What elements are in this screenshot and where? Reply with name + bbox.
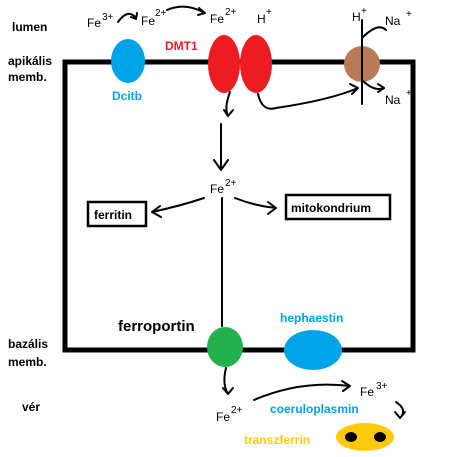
- fe2-to-dmt1-arrow: [166, 5, 206, 16]
- transferrin-protein: [336, 423, 394, 451]
- apical-membrane-label-line1: apikális: [8, 54, 52, 68]
- hephaestin-protein: [284, 330, 342, 370]
- ferroportin-protein: [207, 327, 243, 367]
- dmt1-protein-left: [208, 35, 240, 93]
- ferritin-label: ferritin: [94, 208, 132, 222]
- fe2-dmt1-charge: 2+: [225, 7, 237, 18]
- ferroportin-label: ferroportin: [118, 318, 195, 335]
- lumen-label: lumen: [12, 20, 47, 34]
- dcitb-protein: [111, 39, 145, 83]
- apical-membrane-label-line2: memb.: [8, 70, 47, 84]
- fe2-to-ferritin-arrow: [151, 197, 205, 218]
- fe2-dmt1-text: Fe: [210, 12, 224, 26]
- cytoplasm-down-arrow: [213, 123, 229, 171]
- basal-membrane-label-line1: bazális: [8, 337, 48, 351]
- ferroportin-to-blood-arrow: [222, 367, 234, 395]
- fe3-lumen-charge: 3+: [102, 12, 114, 23]
- h-dmt1-text: H: [257, 12, 266, 26]
- na-cell-charge: +: [406, 88, 412, 99]
- na-out-arrow: [361, 79, 385, 93]
- dmt1-h-to-exchanger-arrow: [257, 83, 359, 110]
- fe2-cytoplasm-text: Fe: [210, 182, 224, 196]
- h-exchanger-charge: +: [361, 6, 367, 17]
- transferrin-label: transzferrin: [244, 433, 310, 447]
- fe2-lumen-text: Fe: [141, 14, 155, 28]
- dcitb-label: Dcitb: [112, 89, 142, 103]
- fe2-blood-text: Fe: [216, 410, 230, 424]
- na-into-cell-arrow: [361, 26, 387, 39]
- fe3-to-transferrin-arrow: [394, 401, 406, 419]
- fe2-blood-charge: 2+: [231, 405, 243, 416]
- fe2-to-mitochondrion-arrow: [234, 197, 277, 215]
- ferritin-box: [86, 200, 148, 228]
- fe3-lumen-text: Fe: [87, 16, 101, 30]
- mitochondrion-box: [284, 193, 392, 221]
- hephaestin-label: hephaestin: [280, 311, 343, 325]
- na-lumen-text: Na: [385, 14, 401, 28]
- basal-membrane-label-line2: memb.: [8, 355, 47, 369]
- fe3-blood-text: Fe: [360, 385, 374, 399]
- blood-label: vér: [22, 400, 40, 414]
- dmt1-label: DMT1: [165, 39, 198, 53]
- na-cell-text: Na: [385, 93, 401, 107]
- transferrin-iron-site-right: [374, 432, 386, 442]
- fe2-cytoplasm-charge: 2+: [225, 178, 237, 189]
- fe3-to-fe2-arrow: [117, 12, 138, 23]
- fe2-to-fe3-blood-arrow: [253, 380, 351, 401]
- na-lumen-charge: +: [406, 9, 412, 20]
- h-dmt1-charge: +: [266, 7, 272, 18]
- fe3-blood-charge: 3+: [376, 381, 388, 392]
- mitochondrion-label: mitokondrium: [291, 201, 371, 215]
- coeruloplasmin-label: coeruloplasmin: [270, 402, 359, 416]
- fe2-lumen-charge: 2+: [155, 8, 167, 19]
- dmt1-to-cytoplasm-arrow: [223, 91, 234, 117]
- h-exchanger-text: H: [352, 10, 361, 24]
- dmt1-protein-right: [240, 35, 272, 93]
- transferrin-iron-site-left: [345, 432, 357, 442]
